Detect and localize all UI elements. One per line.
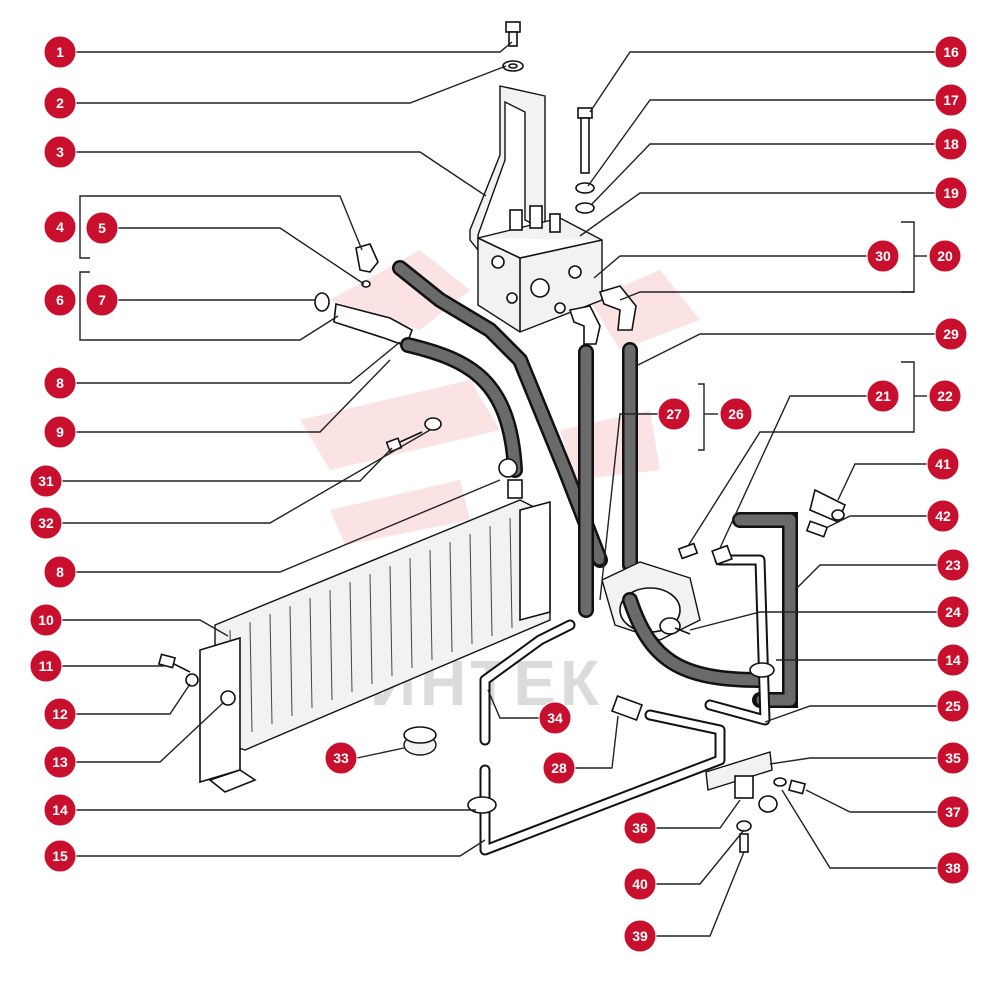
callout-badge: 14: [936, 643, 970, 677]
callout-badge: 3: [43, 135, 77, 169]
callout-badge: 38: [936, 851, 970, 885]
svg-text:17: 17: [943, 92, 959, 108]
callout-badge: 10: [29, 603, 63, 637]
svg-text:13: 13: [52, 754, 68, 770]
part-drawings: [157, 21, 847, 856]
svg-text:34: 34: [547, 710, 563, 726]
svg-text:14: 14: [945, 652, 961, 668]
callout-badge: 15: [43, 839, 77, 873]
callout-badge: 1: [43, 35, 77, 69]
svg-text:14: 14: [52, 802, 68, 818]
svg-text:19: 19: [943, 185, 959, 201]
callout-badge: 19: [934, 176, 968, 210]
callout-badge: 34: [538, 701, 572, 735]
callout-badge: 13: [43, 745, 77, 779]
svg-text:25: 25: [945, 698, 961, 714]
svg-text:10: 10: [38, 612, 54, 628]
svg-text:6: 6: [56, 292, 64, 308]
callout-badge: 23: [936, 548, 970, 582]
svg-text:8: 8: [56, 375, 64, 391]
svg-text:5: 5: [98, 220, 106, 236]
callout-badge: 30: [866, 239, 900, 273]
svg-text:37: 37: [945, 804, 961, 820]
callout-badge: 28: [542, 751, 576, 785]
callout-badge: 36: [623, 811, 657, 845]
callout-badge: 14: [43, 793, 77, 827]
svg-text:3: 3: [56, 144, 64, 160]
callout-badge: 20: [928, 239, 962, 273]
callout-badge: 26: [719, 397, 753, 431]
svg-text:21: 21: [875, 388, 891, 404]
svg-text:38: 38: [945, 860, 961, 876]
callout-badge: 27: [657, 397, 691, 431]
callout-badge: 40: [623, 867, 657, 901]
callout-badge: 2: [43, 86, 77, 120]
callout-badge: 35: [936, 741, 970, 775]
svg-text:24: 24: [945, 604, 961, 620]
svg-text:18: 18: [943, 136, 959, 152]
svg-text:31: 31: [38, 473, 54, 489]
callout-badge: 41: [926, 447, 960, 481]
svg-text:33: 33: [333, 750, 349, 766]
svg-text:35: 35: [945, 750, 961, 766]
callout-badge: 17: [934, 83, 968, 117]
svg-text:40: 40: [632, 876, 648, 892]
svg-text:8: 8: [56, 564, 64, 580]
svg-text:42: 42: [935, 508, 951, 524]
leader-lines: [62, 41, 937, 937]
svg-text:4: 4: [56, 219, 64, 235]
callout-badge: 29: [934, 317, 968, 351]
svg-text:32: 32: [38, 515, 54, 531]
svg-text:28: 28: [551, 760, 567, 776]
callout-badge: 18: [934, 127, 968, 161]
callout-badge: 37: [936, 795, 970, 829]
callout-badge: 31: [29, 464, 63, 498]
svg-text:12: 12: [52, 706, 68, 722]
svg-text:11: 11: [39, 658, 54, 674]
callout-badge: 5: [85, 211, 119, 245]
svg-text:22: 22: [937, 388, 953, 404]
svg-text:16: 16: [943, 44, 959, 60]
callout-badges: 1 2 3 4 5 6 7 8 9 31 32 8 10 11 12 13 14…: [29, 35, 970, 953]
callout-badge: 8: [43, 366, 77, 400]
svg-text:1: 1: [56, 44, 64, 60]
svg-text:2: 2: [56, 95, 64, 111]
callout-badge: 9: [43, 415, 77, 449]
svg-text:39: 39: [632, 928, 648, 944]
svg-text:41: 41: [935, 456, 951, 472]
callout-badge: 4: [43, 210, 77, 244]
callout-badge: 24: [936, 595, 970, 629]
svg-text:7: 7: [98, 292, 106, 308]
callout-badge: 16: [934, 35, 968, 69]
svg-text:15: 15: [52, 848, 68, 864]
callout-badge: 11: [29, 649, 63, 683]
callout-badge: 32: [29, 506, 63, 540]
callout-badge: 39: [623, 919, 657, 953]
callout-badge: 42: [926, 499, 960, 533]
callout-badge: 33: [324, 741, 358, 775]
svg-text:23: 23: [945, 557, 961, 573]
svg-text:27: 27: [666, 406, 682, 422]
callout-badge: 6: [43, 283, 77, 317]
svg-text:20: 20: [937, 248, 953, 264]
callout-badge: 21: [866, 379, 900, 413]
svg-text:9: 9: [56, 424, 64, 440]
callout-badge: 25: [936, 689, 970, 723]
callout-badge: 12: [43, 697, 77, 731]
svg-text:29: 29: [943, 326, 959, 342]
svg-text:36: 36: [632, 820, 648, 836]
svg-text:26: 26: [728, 406, 744, 422]
callout-badge: 8: [43, 555, 77, 589]
group-brackets: [79, 195, 915, 451]
svg-text:30: 30: [875, 248, 891, 264]
callout-badge: 22: [928, 379, 962, 413]
callout-badge: 7: [85, 283, 119, 317]
